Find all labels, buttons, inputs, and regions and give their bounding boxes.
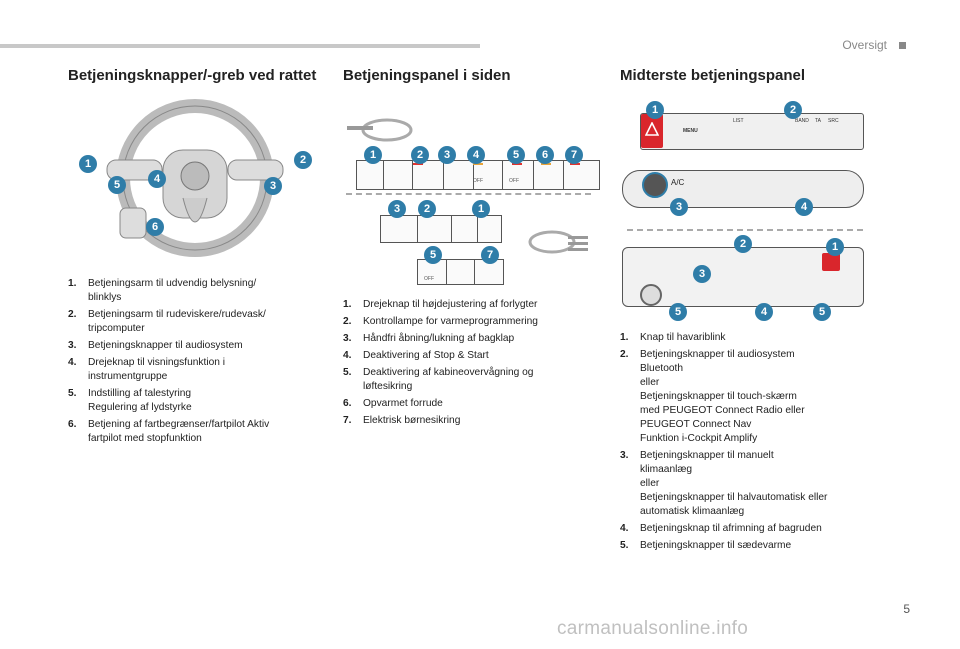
section-title: Oversigt [842, 38, 887, 52]
callout-3: 3 [693, 265, 711, 283]
callout-3: 3 [670, 198, 688, 216]
list-item: 4.Drejeknap til visningsfunktion i instr… [68, 357, 226, 382]
center-panel-list: 1.Knap til havariblink 2.Betjeningsknapp… [620, 331, 882, 556]
page-number: 5 [903, 602, 910, 616]
list-item: 5.Deaktivering af kabineovervågning og l… [343, 367, 534, 392]
section-marker [899, 42, 906, 49]
ta-label: TA [815, 118, 822, 124]
callout-4: 4 [795, 198, 813, 216]
callout-3: 3 [264, 177, 282, 195]
alarm-led [512, 163, 522, 165]
off-label: OFF [509, 178, 519, 184]
src-label: SRC [828, 118, 839, 124]
callout-5: 5 [813, 303, 831, 321]
band-label: BAND [795, 118, 809, 124]
list-item: 2.Betjeningsknapper til audiosystem Blue… [620, 349, 805, 444]
wheel-controls-list: 1.Betjeningsarm til udvendig belysning/ … [68, 277, 333, 449]
off-label: OFF [424, 276, 434, 282]
callout-1: 1 [472, 200, 490, 218]
hazard-button [822, 253, 840, 271]
ac-label: A/C [671, 178, 685, 187]
callout-5: 5 [669, 303, 687, 321]
list-item: 6.Opvarmet forrude [343, 398, 443, 409]
callout-3: 3 [438, 146, 456, 164]
list-item: 3.Betjeningsknapper til audiosystem [68, 340, 243, 351]
callout-2: 2 [411, 146, 429, 164]
callout-6: 6 [146, 218, 164, 236]
list-item: 6.Betjening af fartbegrænser/fartpilot A… [68, 419, 270, 444]
list-item: 5.Betjeningsknapper til sædevarme [620, 540, 792, 551]
list-item: 7.Elektrisk børnesikring [343, 415, 461, 426]
list-item: 5.Indstilling af talestyring Regulering … [68, 388, 192, 413]
callout-2: 2 [734, 235, 752, 253]
mini-wheel-icon [347, 118, 413, 142]
callout-5: 5 [507, 146, 525, 164]
heating-led [413, 163, 423, 165]
list-item: 2.Kontrollampe for varmeprogrammering [343, 316, 538, 327]
list-item: 2.Betjeningsarm til rudeviskere/rudevask… [68, 309, 266, 334]
list-label: LIST [733, 118, 744, 124]
center-panel-heading: Midterste betjeningspanel [620, 67, 806, 84]
callout-6: 6 [536, 146, 554, 164]
callout-4: 4 [148, 170, 166, 188]
callout-2: 2 [294, 151, 312, 169]
steering-wheel-illustration [106, 99, 284, 257]
list-item: 1.Knap til havariblink [620, 332, 726, 343]
list-item: 3.Håndfri åbning/lukning af bagklap [343, 333, 515, 344]
hazard-triangle-icon [645, 122, 659, 136]
list-item: 3.Betjeningsknapper til manuelt klimaanl… [620, 450, 828, 517]
callout-1: 1 [646, 101, 664, 119]
callout-7: 7 [565, 146, 583, 164]
callout-4: 4 [467, 146, 485, 164]
callout-1: 1 [79, 155, 97, 173]
callout-4: 4 [755, 303, 773, 321]
mini-wheel-icon [528, 230, 588, 254]
list-item: 1.Betjeningsarm til udvendig belysning/ … [68, 278, 257, 303]
callout-5: 5 [424, 246, 442, 264]
divider [346, 193, 591, 195]
callout-5: 5 [108, 176, 126, 194]
callout-2: 2 [418, 200, 436, 218]
watermark: carmanualsonline.info [557, 618, 749, 639]
callout-3: 3 [388, 200, 406, 218]
windscreen-led [541, 163, 551, 165]
list-item: 1.Drejeknap til højdejustering af forlyg… [343, 299, 538, 310]
hazard-button [641, 114, 663, 148]
callout-1: 1 [364, 146, 382, 164]
side-panel-heading: Betjeningspanel i siden [343, 67, 511, 84]
stopstart-led [473, 163, 483, 165]
menu-label: MENU [683, 128, 698, 134]
callout-1: 1 [826, 238, 844, 256]
divider [627, 229, 863, 231]
callout-2: 2 [784, 101, 802, 119]
list-item: 4.Deaktivering af Stop & Start [343, 350, 489, 361]
list-item: 4.Betjeningsknap til afrimning af bagrud… [620, 523, 822, 534]
climate-knob [640, 284, 662, 306]
climate-knob [642, 172, 668, 198]
wheel-controls-heading: Betjeningsknapper/-greb ved rattet [68, 67, 317, 84]
childlock-led [570, 163, 580, 165]
audio-panel [640, 113, 864, 150]
side-panel-list: 1.Drejeknap til højdejustering af forlyg… [343, 298, 598, 431]
side-panel-mid [380, 215, 502, 243]
callout-7: 7 [481, 246, 499, 264]
off-label: OFF [473, 178, 483, 184]
header-rule [0, 44, 480, 48]
